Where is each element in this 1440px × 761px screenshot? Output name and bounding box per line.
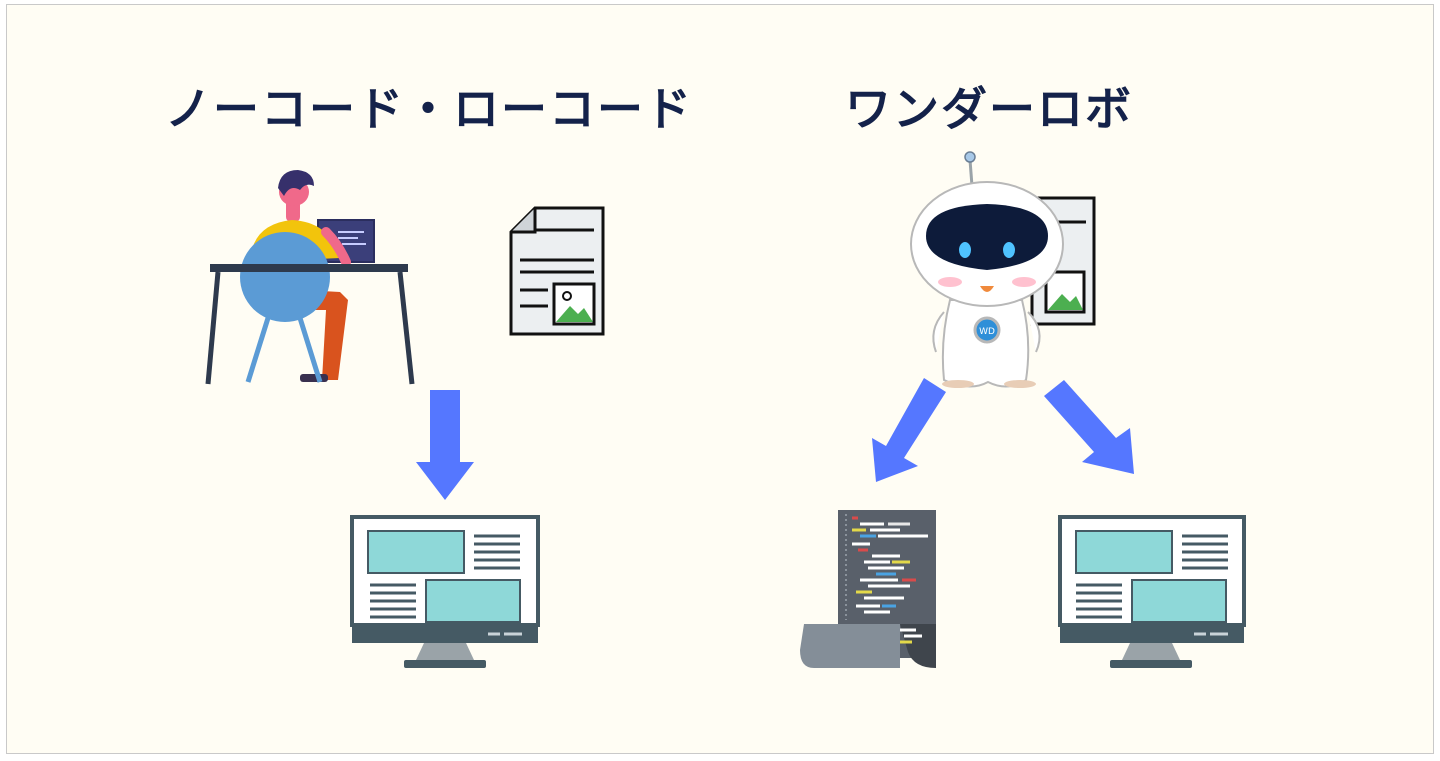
diagram-canvas: ノーコード・ローコード ワンダーロボ	[6, 4, 1434, 754]
monitor-icon-right	[1058, 515, 1246, 668]
source-code-icon	[800, 510, 936, 668]
robot-icon: WD	[910, 151, 1064, 388]
arrow-down-left-icon	[872, 378, 946, 482]
robot-badge-label: WD	[979, 327, 995, 337]
document-icon	[509, 206, 605, 336]
monitor-icon-left	[350, 515, 540, 668]
person-at-desk-icon	[205, 170, 415, 385]
document-icon-behind-robot	[1030, 196, 1096, 326]
wonder-robo-title: ワンダーロボ	[845, 82, 1133, 136]
no-code-low-code-title: ノーコード・ローコード	[165, 82, 693, 136]
arrow-down-right-icon	[1044, 380, 1134, 474]
arrow-down-icon	[416, 390, 474, 500]
